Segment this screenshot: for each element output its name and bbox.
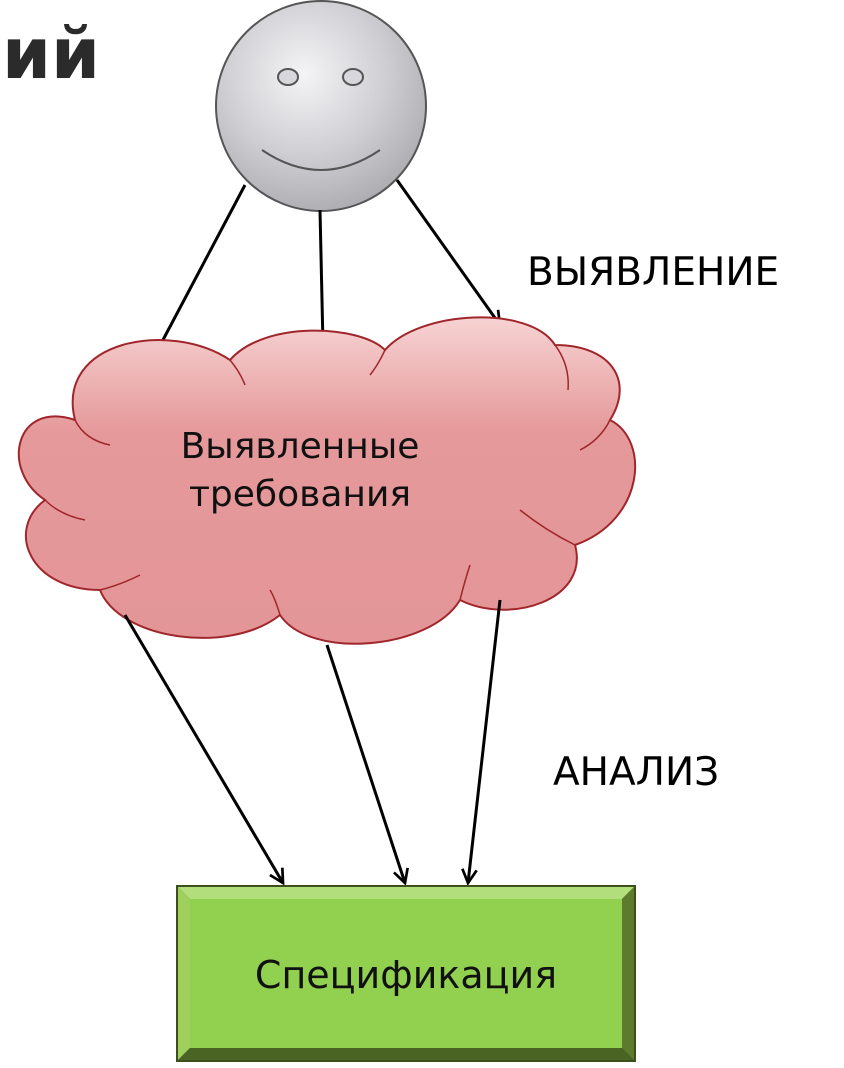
specification-box (176, 885, 636, 1062)
arrow-cloud-to-spec-center (325, 644, 405, 883)
analysis-label: АНАЛИЗ (553, 750, 719, 795)
arrow-face-to-cloud-left (155, 184, 247, 355)
elicited-requirements-cloud (18, 316, 637, 645)
specification-label: Спецификация (255, 953, 557, 997)
right-eye (342, 68, 364, 86)
arrow-cloud-to-spec-right (468, 599, 502, 883)
stakeholder-face-icon (215, 0, 427, 212)
arrow-face-to-cloud-right (395, 179, 500, 325)
elicitation-label: ВЫЯВЛЕНИЕ (527, 250, 779, 295)
left-eye (277, 68, 299, 86)
smile (261, 149, 381, 171)
arrow-face-to-cloud-center (320, 209, 323, 345)
arrow-cloud-to-spec-left (123, 614, 283, 883)
title-fragment: ий (2, 13, 100, 95)
cloud-label-line2: требования (189, 474, 411, 515)
cloud-label-line1: Выявленные (181, 426, 420, 467)
